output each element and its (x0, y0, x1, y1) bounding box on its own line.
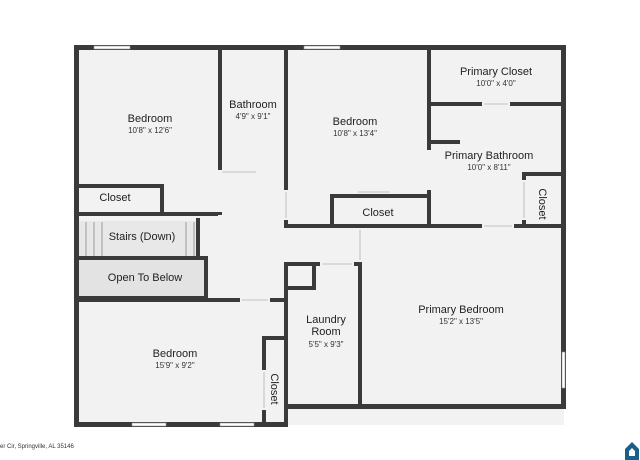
bathroom-label: Bathroom (229, 99, 277, 111)
closet-2-label: Closet (362, 207, 393, 219)
address-caption: er Cir, Springville, AL 35146 (0, 444, 74, 450)
closet-4-label: Closet (268, 373, 280, 404)
bathroom-dims: 4'9" x 9'1" (236, 112, 271, 121)
stairs-label: Stairs (Down) (109, 231, 176, 243)
bedroom-3-label: Bedroom (153, 348, 198, 360)
door-lines (222, 103, 525, 408)
closet-1-label: Closet (99, 192, 130, 204)
open-below-area (78, 258, 206, 296)
laundry-label-line-1: Laundry (306, 314, 346, 326)
open-below-label: Open To Below (108, 272, 182, 284)
bedroom-3-dims: 15'9" x 9'2" (155, 361, 195, 370)
closet-3-label: Closet (536, 188, 548, 219)
bedroom-2-label: Bedroom (333, 116, 378, 128)
primary-bathroom-dims: 10'0" x 8'11" (467, 163, 510, 172)
stairs-area (78, 221, 200, 257)
primary-bedroom-label: Primary Bedroom (418, 304, 504, 316)
laundry-dims: 5'5" x 9'3" (309, 340, 344, 349)
bedroom-2-dims: 10'8" x 13'4" (333, 129, 377, 138)
primary-bedroom-dims: 15'2" x 13'5" (439, 317, 483, 326)
primary-closet-label: Primary Closet (460, 66, 532, 78)
primary-closet-dims: 10'0" x 4'0" (476, 79, 516, 88)
bedroom-1-dims: 10'8" x 12'6" (128, 126, 172, 135)
primary-bathroom-label: Primary Bathroom (445, 150, 534, 162)
bedroom-1-label: Bedroom (128, 113, 173, 125)
stair-treads (85, 222, 195, 256)
brand-logo-icon (625, 442, 639, 460)
windows (93, 45, 566, 427)
laundry-label-line-2: Room (311, 326, 340, 338)
